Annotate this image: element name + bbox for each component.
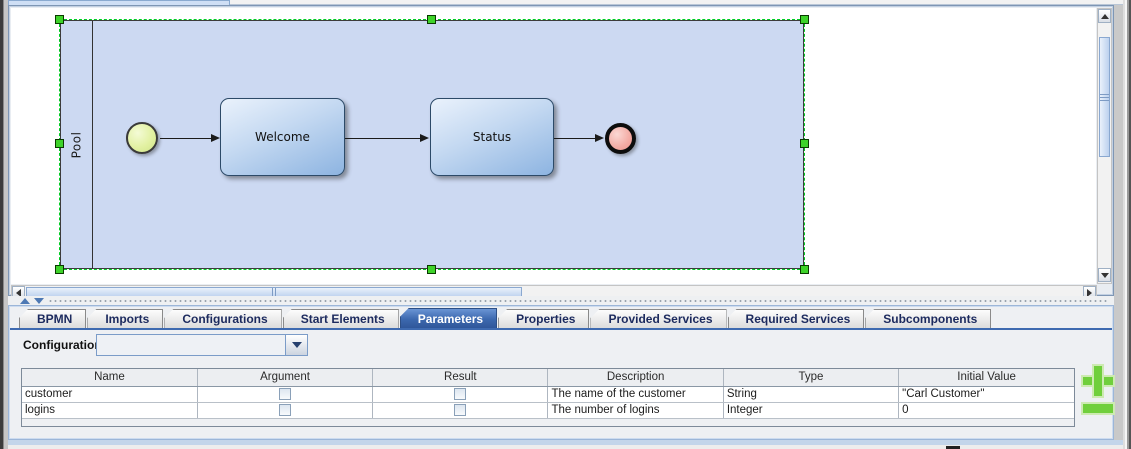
selection-handle-bottom-middle[interactable] (427, 265, 436, 274)
vertical-scrollbar-thumb[interactable] (1099, 37, 1110, 157)
selection-handle-top-right[interactable] (800, 15, 809, 24)
cell-result (372, 386, 549, 403)
pool-lane-divider (92, 21, 93, 268)
selection-handle-middle-right[interactable] (800, 139, 809, 148)
editor-tab-remnant[interactable] (8, 0, 230, 5)
argument-checkbox[interactable] (278, 387, 291, 400)
cell-name[interactable]: customer (22, 386, 198, 403)
window-edge-left (0, 0, 8, 449)
cell-argument (197, 386, 374, 403)
column-header-type[interactable]: Type (723, 369, 900, 387)
add-parameter-button[interactable] (1083, 366, 1113, 396)
tab-subcomponents[interactable]: Subcomponents (865, 309, 992, 328)
result-checkbox[interactable] (454, 403, 467, 416)
tab-start-elements[interactable]: Start Elements (282, 309, 399, 328)
tab-properties[interactable]: Properties (498, 309, 590, 328)
arrow-up-icon (1100, 13, 1109, 19)
splitter-grip (48, 299, 1108, 303)
column-header-result[interactable]: Result (372, 369, 549, 387)
configuration-combobox[interactable] (96, 334, 308, 356)
scroll-down-button[interactable] (1098, 268, 1111, 282)
table-row: logins The number of logins Integer 0 (22, 402, 1074, 419)
selection-handle-middle-left[interactable] (55, 139, 64, 148)
vertical-scrollbar[interactable] (1097, 8, 1112, 284)
panel-tab-bar: BPMN Imports Configurations Start Elemen… (19, 308, 992, 328)
end-event[interactable] (605, 123, 636, 154)
selection-handle-bottom-right[interactable] (800, 265, 809, 274)
cell-argument (197, 402, 374, 419)
tab-imports[interactable]: Imports (87, 309, 164, 328)
column-header-description[interactable]: Description (547, 369, 724, 387)
configuration-combobox-value[interactable] (97, 335, 285, 355)
tab-provided-services[interactable]: Provided Services (590, 309, 727, 328)
configuration-label: Configuration (23, 338, 102, 352)
splitter-collapse-down-icon[interactable] (34, 298, 44, 304)
table-header-row: Name Argument Result Description Type In… (22, 369, 1074, 387)
arrowhead-icon (211, 134, 220, 142)
column-header-name[interactable]: Name (22, 369, 198, 387)
pool-label: Pool (69, 131, 84, 158)
sequence-flow-2[interactable] (345, 138, 421, 139)
remove-parameter-button[interactable] (1083, 404, 1113, 413)
column-header-initial-value[interactable]: Initial Value (898, 369, 1074, 387)
task-welcome-label: Welcome (255, 130, 310, 144)
parameters-table: Name Argument Result Description Type In… (21, 368, 1075, 427)
table-row: customer The name of the customer String… (22, 386, 1074, 403)
start-event[interactable] (126, 122, 158, 154)
window-edge-right (1123, 0, 1131, 449)
cell-initial-value[interactable]: "Carl Customer" (898, 386, 1074, 403)
window-bottom-gap (8, 445, 1124, 449)
cutoff-element (946, 446, 960, 449)
selection-handle-top-middle[interactable] (427, 15, 436, 24)
selection-handle-top-left[interactable] (55, 15, 64, 24)
arrow-right-icon (1087, 288, 1092, 297)
window-bottom-border (8, 440, 1124, 445)
chevron-down-icon (291, 342, 302, 348)
arrow-left-icon (16, 288, 21, 297)
argument-checkbox[interactable] (278, 403, 291, 416)
sequence-flow-3[interactable] (554, 138, 596, 139)
properties-panel: BPMN Imports Configurations Start Elemen… (8, 305, 1114, 440)
editor-top-strip (8, 0, 1124, 5)
cell-description[interactable]: The name of the customer (547, 386, 724, 403)
configuration-combobox-button[interactable] (285, 335, 307, 355)
result-checkbox[interactable] (454, 387, 467, 400)
cell-initial-value[interactable]: 0 (898, 402, 1074, 419)
cell-result (372, 402, 549, 419)
tab-bpmn[interactable]: BPMN (19, 309, 87, 328)
tab-required-services[interactable]: Required Services (727, 309, 865, 328)
diagram-viewport[interactable]: Pool Welcome Status (11, 8, 1096, 284)
task-status[interactable]: Status (430, 98, 554, 176)
arrowhead-icon (595, 134, 604, 142)
column-header-argument[interactable]: Argument (197, 369, 374, 387)
splitter-collapse-up-icon[interactable] (20, 298, 30, 304)
diagram-canvas: Pool Welcome Status (8, 5, 1114, 300)
cell-type[interactable]: String (723, 386, 900, 403)
cell-type[interactable]: Integer (723, 402, 900, 419)
arrow-down-icon (1100, 272, 1109, 278)
tab-configurations[interactable]: Configurations (164, 309, 282, 328)
tab-parameters[interactable]: Parameters (399, 308, 498, 328)
cell-name[interactable]: logins (22, 402, 198, 419)
arrowhead-icon (420, 134, 429, 142)
task-status-label: Status (472, 130, 512, 144)
tab-underline (10, 328, 1112, 330)
sequence-flow-1[interactable] (160, 138, 212, 139)
cell-description[interactable]: The number of logins (547, 402, 724, 419)
selection-handle-bottom-left[interactable] (55, 265, 64, 274)
scroll-up-button[interactable] (1098, 9, 1111, 23)
panel-splitter[interactable] (8, 296, 1114, 305)
task-welcome[interactable]: Welcome (220, 98, 345, 176)
